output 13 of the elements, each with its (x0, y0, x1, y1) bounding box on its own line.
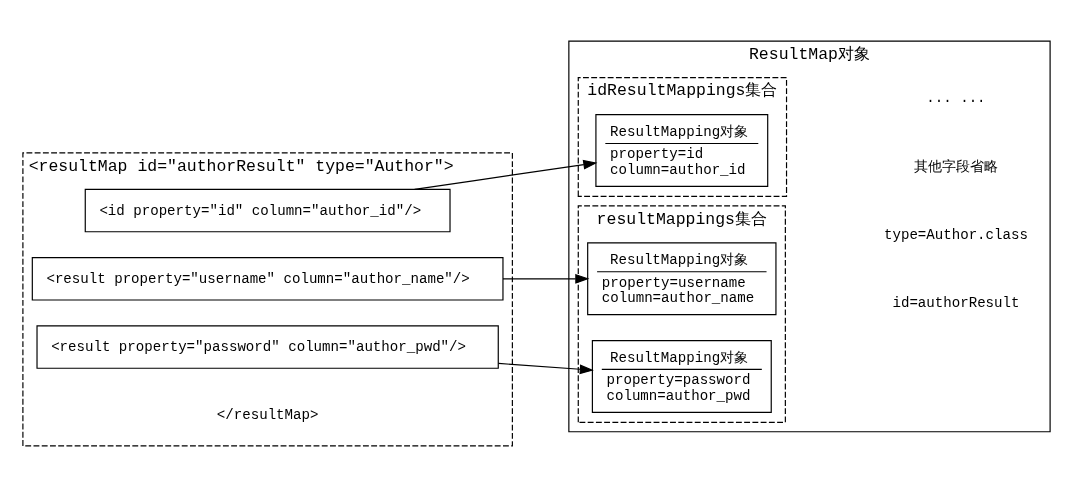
arrow (502, 273, 590, 284)
label: id=authorResult (892, 294, 1020, 311)
arrow (414, 159, 598, 190)
node-box: ResultMapping对象 property=password column=author_pwd (591, 339, 772, 413)
node-box: <result property="username" column="author_name"/> (31, 256, 504, 301)
arrow (497, 362, 594, 374)
label: type=Author.class (883, 226, 1028, 243)
label: ... ... (926, 89, 986, 106)
label: 其他字段省略 (913, 158, 998, 175)
node-box: ResultMapping对象 property=username column=author_name (587, 241, 777, 315)
node-box: <result property="password" column="author_pwd"/> (36, 324, 499, 369)
node-box: <id property="id" column="author_id"/> (84, 188, 451, 232)
node-box: ResultMapping对象 property=id column=author_id (595, 113, 769, 187)
